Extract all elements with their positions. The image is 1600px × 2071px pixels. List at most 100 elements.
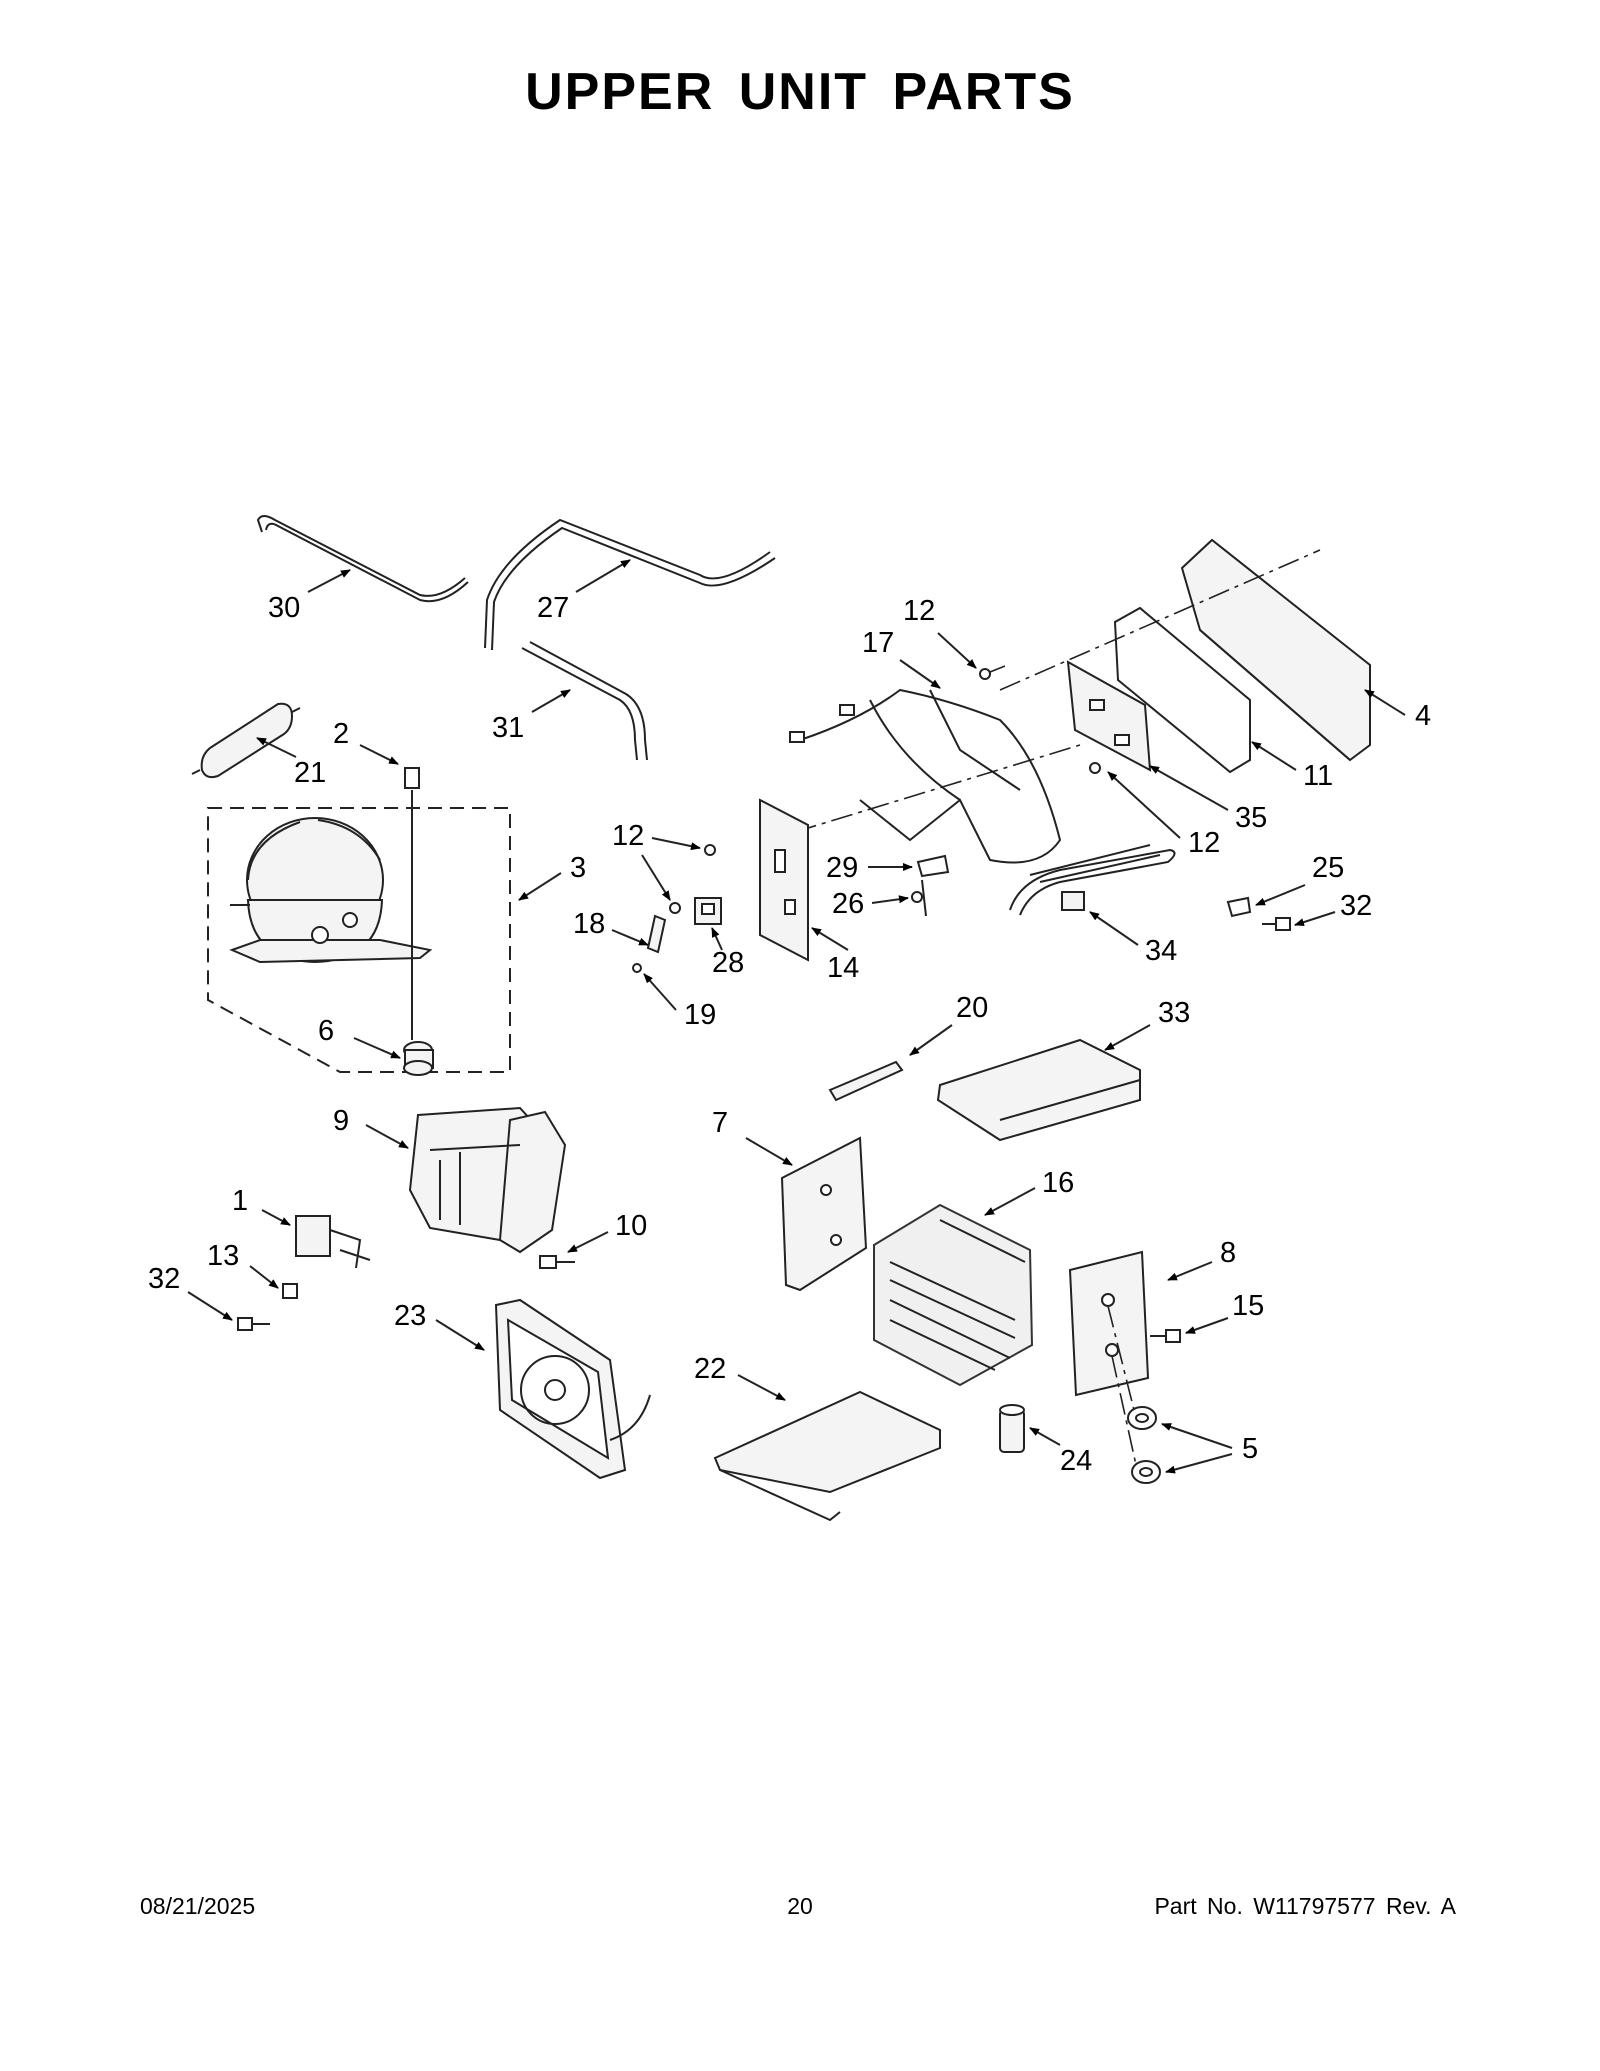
part-30-tube: [256, 515, 469, 603]
callout-24: 24: [1029, 1427, 1092, 1477]
callout-16: 16: [984, 1167, 1074, 1216]
svg-text:32: 32: [1340, 890, 1372, 922]
svg-text:9: 9: [333, 1105, 349, 1137]
part-2-grommet: [404, 767, 420, 1040]
footer-date: 08/21/2025: [140, 1893, 256, 1919]
svg-text:4: 4: [1415, 700, 1431, 732]
callout-6: 6: [318, 1015, 401, 1059]
svg-text:25: 25: [1312, 852, 1344, 884]
part-16-evaporator: [873, 1203, 1034, 1387]
svg-text:23: 23: [394, 1300, 426, 1332]
callout-13: 13: [207, 1240, 279, 1289]
footer-page-number: 20: [787, 1893, 813, 1919]
part-15-screw: [1150, 1329, 1181, 1343]
callout-33: 33: [1104, 997, 1190, 1051]
part-31-tube: [521, 641, 648, 761]
callout-32b: 32: [148, 1263, 233, 1321]
svg-text:34: 34: [1145, 935, 1177, 967]
part-17-wire-harness: [789, 688, 1062, 864]
assembly-lines: [794, 549, 1321, 833]
part-22-pan: [713, 1390, 941, 1522]
svg-text:10: 10: [615, 1210, 647, 1242]
svg-text:5: 5: [1242, 1433, 1258, 1465]
svg-text:2: 2: [333, 718, 349, 750]
part-8-bracket: [1068, 1250, 1150, 1397]
callout-23: 23: [394, 1300, 485, 1351]
callout-28: 28: [711, 927, 744, 979]
svg-text:3: 3: [570, 852, 586, 884]
part-14-plate: [759, 798, 809, 962]
callout-14: 14: [811, 927, 859, 984]
callout-17: 17: [862, 627, 941, 689]
svg-text:11: 11: [1303, 760, 1333, 792]
callout-31: 31: [492, 689, 571, 744]
svg-text:22: 22: [694, 1353, 726, 1385]
svg-text:16: 16: [1042, 1167, 1074, 1199]
svg-text:33: 33: [1158, 997, 1190, 1029]
callout-15: 15: [1185, 1290, 1264, 1334]
part-6-grommet: [403, 1041, 434, 1076]
callout-30: 30: [268, 569, 351, 624]
svg-text:20: 20: [956, 992, 988, 1024]
callout-11: 11: [1251, 741, 1333, 792]
callout-7: 7: [712, 1107, 793, 1166]
svg-text:14: 14: [827, 952, 859, 984]
part-10-screw: [539, 1255, 575, 1269]
callout-2: 2: [333, 718, 399, 765]
part-4-panel: [1180, 538, 1371, 762]
callout-3: 3: [518, 852, 586, 901]
part-20-tie: [828, 1060, 904, 1102]
part-13-clip: [282, 1283, 298, 1299]
svg-text:26: 26: [832, 888, 864, 920]
callout-29: 29: [826, 852, 913, 884]
part-27-tube: [484, 518, 776, 651]
part-26-screw: [911, 879, 927, 917]
part-12-screws: [669, 668, 1101, 914]
page-title: UPPER UNIT PARTS: [525, 63, 1075, 121]
callout-18: 18: [573, 908, 649, 946]
part-32-screw-right: [1262, 917, 1291, 931]
part-23-condenser-fan: [494, 1298, 651, 1480]
part-33-cover: [936, 1038, 1141, 1142]
svg-text:21: 21: [294, 757, 326, 789]
callout-8: 8: [1167, 1237, 1236, 1281]
callout-5: 5: [1161, 1423, 1258, 1474]
callout-35: 35: [1149, 765, 1267, 834]
svg-text:29: 29: [826, 852, 858, 884]
svg-text:7: 7: [712, 1107, 728, 1139]
callout-12b: 12: [1107, 771, 1220, 859]
svg-text:13: 13: [207, 1240, 239, 1272]
part-29-bracket: [916, 854, 950, 878]
part-5-grommets: [1107, 1305, 1161, 1484]
part-32-screw-left: [237, 1317, 270, 1331]
svg-text:1: 1: [232, 1185, 248, 1217]
svg-text:18: 18: [573, 908, 605, 940]
callout-21: 21: [256, 737, 326, 789]
callout-26: 26: [832, 888, 909, 920]
part-9-condenser-cover: [408, 1106, 567, 1254]
svg-text:12: 12: [1188, 827, 1220, 859]
svg-text:8: 8: [1220, 1237, 1236, 1269]
part-24-filter: [999, 1404, 1025, 1453]
svg-text:31: 31: [492, 712, 524, 744]
svg-text:15: 15: [1232, 1290, 1264, 1322]
callout-12a: 12: [903, 595, 977, 669]
callout-25: 25: [1255, 852, 1344, 906]
svg-text:30: 30: [268, 592, 300, 624]
part-28-switch: [694, 897, 722, 925]
callout-20: 20: [909, 992, 988, 1056]
part-34-heater: [1009, 844, 1176, 916]
part-7-bracket: [780, 1136, 868, 1292]
svg-text:24: 24: [1060, 1445, 1092, 1477]
svg-text:32: 32: [148, 1263, 180, 1295]
callout-9: 9: [333, 1105, 409, 1149]
part-18-sensor: [646, 914, 667, 954]
part-3-compressor: [207, 807, 511, 1073]
svg-text:6: 6: [318, 1015, 334, 1047]
callout-19: 19: [643, 973, 716, 1031]
callout-34: 34: [1089, 911, 1177, 967]
callout-4: 4: [1364, 689, 1431, 732]
svg-text:12: 12: [903, 595, 935, 627]
part-21-drier: [191, 702, 301, 779]
